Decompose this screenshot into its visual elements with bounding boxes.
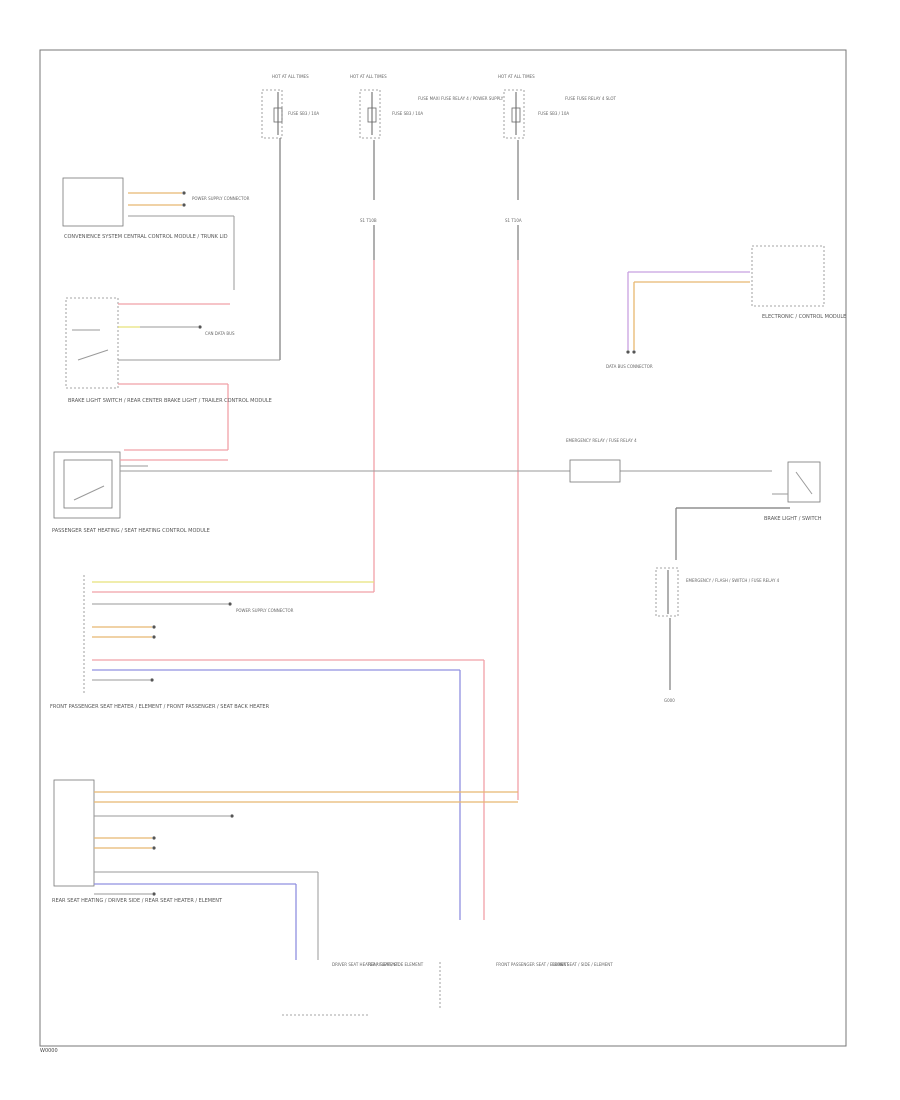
left-component-label-5: REAR SEAT HEATING / DRIVER SIDE / REAR S… [52, 898, 223, 904]
bottom-label-2: REAR SEAT / SIDE ELEMENT [368, 962, 424, 967]
fuse-block-a: HOT AT ALL TIMES FUSE SB3 / 10A [160, 74, 319, 361]
fuse-relay-label-b: FUSE MAXI FUSE RELAY 4 / POWER SUPPLY [418, 96, 504, 101]
diagram-border [39, 49, 847, 1047]
connector-note-1: POWER SUPPLY CONNECTOR [192, 196, 250, 201]
component-electronic-control-module: DATA BUS CONNECTOR ELECTRONIC / CONTROL … [606, 245, 846, 369]
right-fuse-label: EMERGENCY / FLASH / SWITCH / FUSE RELAY … [686, 578, 780, 583]
bottom-label-1: DRIVER SEAT HEATER / ELEMENT [332, 962, 398, 967]
connector-note-2: CAN DATA BUS [205, 331, 235, 336]
component-rear-seat-heating: REAR SEAT HEATING / DRIVER SIDE / REAR S… [52, 779, 518, 960]
connector-note-3: DATA BUS CONNECTOR [606, 364, 653, 369]
left-component-label-1: CONVENIENCE SYSTEM CENTRAL CONTROL MODUL… [64, 234, 228, 240]
left-component-label-2: BRAKE LIGHT SWITCH / REAR CENTER BRAKE L… [68, 398, 272, 404]
bottom-element-left: DRIVER SEAT HEATER / ELEMENT REAR SEAT /… [282, 962, 424, 1016]
fuse-block-c: HOT AT ALL TIMES FUSE SB3 / 10A FUSE FUS… [498, 74, 616, 800]
fuse-label-c: FUSE SB3 / 10A [538, 111, 569, 116]
hot-label-a: HOT AT ALL TIMES [272, 74, 309, 79]
left-component-label-4: FRONT PASSENGER SEAT HEATER / ELEMENT / … [50, 704, 270, 710]
fuse-relay-label-c: FUSE FUSE RELAY 4 SLOT [565, 96, 616, 101]
splice-label-a: S1 T10B [360, 218, 377, 223]
right-switch-label: BRAKE LIGHT / SWITCH [764, 516, 822, 522]
connector-note-4: POWER SUPPLY CONNECTOR [236, 608, 294, 613]
left-component-label-3: PASSENGER SEAT HEATING / SEAT HEATING CO… [52, 528, 210, 534]
fuse-block-b: HOT AT ALL TIMES FUSE SB3 / 10A FUSE MAX… [350, 74, 504, 592]
component-front-seat-heater: POWER SUPPLY CONNECTOR FRONT PASSENGER S… [50, 575, 485, 920]
relay-label: EMERGENCY RELAY / FUSE RELAY 4 [566, 438, 637, 443]
bottom-label-4: FRONT SEAT / SIDE / ELEMENT [552, 962, 613, 967]
ecm-label: ELECTRONIC / CONTROL MODULE [762, 314, 846, 320]
hot-label-b: HOT AT ALL TIMES [350, 74, 387, 79]
component-convenience-module: POWER SUPPLY CONNECTOR CONVENIENCE SYSTE… [62, 177, 250, 290]
diagram-code: W0000 [40, 1048, 58, 1054]
component-right-fuse: EMERGENCY / FLASH / SWITCH / FUSE RELAY … [655, 567, 780, 703]
component-seat-heating-control: PASSENGER SEAT HEATING / SEAT HEATING CO… [52, 451, 772, 534]
fuse-label-a: FUSE SB3 / 10A [288, 111, 319, 116]
component-brake-light-switch: CAN DATA BUS BRAKE LIGHT SWITCH / REAR C… [65, 297, 272, 451]
bottom-element-right: FRONT PASSENGER SEAT / ELEMENT FRONT SEA… [439, 962, 613, 1010]
component-right-switch: BRAKE LIGHT / SWITCH [675, 461, 822, 560]
ground-label: G000 [664, 698, 675, 703]
hot-label-c: HOT AT ALL TIMES [498, 74, 535, 79]
splice-label-b: S1 T10A [505, 218, 522, 223]
component-emergency-relay: EMERGENCY RELAY / FUSE RELAY 4 [566, 438, 637, 483]
bottom-label-3: FRONT PASSENGER SEAT / ELEMENT [496, 962, 569, 967]
fuse-label-b: FUSE SB3 / 10A [392, 111, 423, 116]
